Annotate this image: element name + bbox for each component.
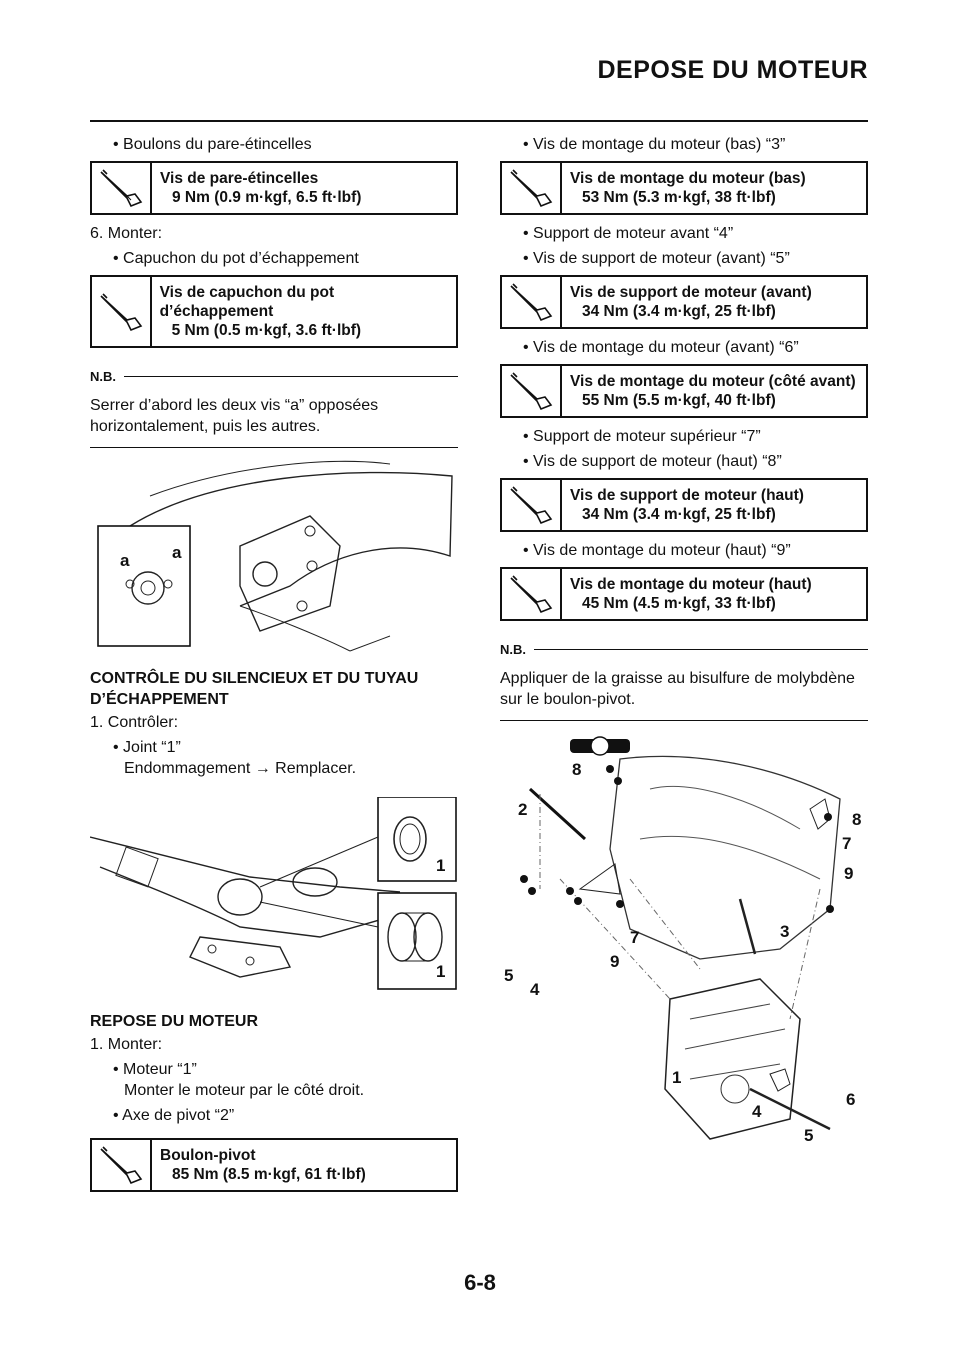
section-title-muffler-check: CONTRÔLE DU SILENCIEUX ET DU TUYAU D’ÉCH… <box>90 670 419 708</box>
bullet-spark-arrester-bolts: • Boulons du pare-étincelles <box>113 136 312 153</box>
torque-name: Vis de montage du moteur (côté avant) <box>570 373 856 390</box>
header-rule <box>90 120 868 122</box>
page-title: DEPOSE DU MOTEUR <box>597 56 868 84</box>
bullet-engine: • Moteur “1” <box>113 1061 197 1078</box>
torque-wrench-icon <box>92 1140 152 1190</box>
right-column: • Vis de montage du moteur (bas) “3” Vis… <box>500 130 868 1165</box>
torque-value: 85 Nm (8.5 m·kgf, 61 ft·lbf) <box>172 1166 366 1183</box>
torque-box-mount-front: Vis de montage du moteur (côté avant) 55… <box>500 364 868 418</box>
bullet-upper-bracket-bolt: • Vis de support de moteur (haut) “8” <box>523 453 782 470</box>
bullet-front-bracket-bolt: • Vis de support de moteur (avant) “5” <box>523 250 790 267</box>
nb-label: N.B. <box>90 369 116 384</box>
torque-box-muffler-cap: Vis de capuchon du pot d’échappement 5 N… <box>90 275 458 348</box>
section-title-engine-install: REPOSE DU MOTEUR <box>90 1013 259 1030</box>
torque-value: 53 Nm (5.3 m·kgf, 38 ft·lbf) <box>582 189 776 206</box>
torque-wrench-icon <box>502 163 562 213</box>
torque-value: 55 Nm (5.5 m·kgf, 40 ft·lbf) <box>582 392 776 409</box>
left-column: • Boulons du pare-étincelles Vis de pare… <box>90 130 458 1200</box>
torque-value: 34 Nm (3.4 m·kgf, 25 ft·lbf) <box>582 303 776 320</box>
bullet-upper-bracket: • Support de moteur supérieur “7” <box>523 428 761 445</box>
fig-label-7: 7 <box>630 928 640 947</box>
torque-name: Boulon-pivot <box>160 1147 256 1164</box>
torque-name: Vis de support de moteur (avant) <box>570 284 812 301</box>
torque-value: 5 Nm (0.5 m·kgf, 3.6 ft·lbf) <box>171 322 362 339</box>
torque-wrench-icon <box>502 569 562 619</box>
figure-gasket: 1 1 <box>90 797 458 997</box>
torque-name: Vis de pare-étincelles <box>160 170 319 187</box>
bullet-front-bracket: • Support de moteur avant “4” <box>523 225 734 242</box>
bullet-mount-top: • Vis de montage du moteur (haut) “9” <box>523 542 791 559</box>
fig-label-6: 6 <box>846 1090 856 1109</box>
torque-name: Vis de montage du moteur (haut) <box>570 576 812 593</box>
torque-name: Vis de montage du moteur (bas) <box>570 170 806 187</box>
fig-label-9: 9 <box>844 864 854 883</box>
torque-box-mount-top: Vis de montage du moteur (haut) 45 Nm (4… <box>500 567 868 621</box>
torque-wrench-icon <box>92 163 152 213</box>
nb-end-rule <box>90 447 458 448</box>
torque-name: Vis de capuchon du pot d’échappement <box>159 284 335 320</box>
torque-wrench-icon <box>502 366 562 416</box>
fig-label-2: 2 <box>518 800 528 819</box>
fig-label-5: 5 <box>504 966 514 985</box>
torque-value: 34 Nm (3.4 m·kgf, 25 ft·lbf) <box>582 506 776 523</box>
nb-text: Appliquer de la graisse au bisulfure de … <box>500 670 855 708</box>
fig-label-a: a <box>120 551 130 570</box>
torque-name: Vis de support de moteur (haut) <box>570 487 804 504</box>
torque-box-spark-arrester: Vis de pare-étincelles 9 Nm (0.9 m·kgf, … <box>90 161 458 215</box>
fig-label-4: 4 <box>530 980 540 999</box>
torque-box-mount-bottom: Vis de montage du moteur (bas) 53 Nm (5.… <box>500 161 868 215</box>
bullet-muffler-cap: • Capuchon du pot d’échappement <box>113 250 359 267</box>
figure-engine-install: M 8 2 8 7 9 3 7 9 5 4 1 4 6 5 <box>500 729 868 1159</box>
torque-wrench-icon <box>502 480 562 530</box>
nb-header: N.B. <box>90 366 458 387</box>
fig-label-5: 5 <box>804 1126 814 1145</box>
nb-label: N.B. <box>500 642 526 657</box>
fig-label-8: 8 <box>572 760 582 779</box>
nb-header: N.B. <box>500 639 868 660</box>
step-1-install: 1. Monter: <box>90 1036 163 1053</box>
fig-label-3: 3 <box>780 922 790 941</box>
step-1-check: 1. Contrôler: <box>90 714 179 731</box>
fig-label-8: 8 <box>852 810 862 829</box>
torque-box-front-bracket: Vis de support de moteur (avant) 34 Nm (… <box>500 275 868 329</box>
fig-label-1: 1 <box>436 856 446 875</box>
nb-text: Serrer d’abord les deux vis “a” opposées… <box>90 397 379 435</box>
bullet-engine-detail: Monter le moteur par le côté droit. <box>124 1082 365 1099</box>
bullet-mount-front: • Vis de montage du moteur (avant) “6” <box>523 339 799 356</box>
bullet-gasket: • Joint “1” <box>113 739 181 756</box>
torque-box-pivot-bolt: Boulon-pivot 85 Nm (8.5 m·kgf, 61 ft·lbf… <box>90 1138 458 1192</box>
torque-box-upper-bracket: Vis de support de moteur (haut) 34 Nm (3… <box>500 478 868 532</box>
bullet-gasket-detail: Endommagement → Remplacer. <box>124 760 357 777</box>
fig-label-9: 9 <box>610 952 620 971</box>
fig-label-moly-grease: M <box>592 738 603 753</box>
torque-wrench-icon <box>92 277 152 346</box>
fig-label-7: 7 <box>842 834 852 853</box>
figure-muffler-cap: a a <box>90 456 458 656</box>
torque-wrench-icon <box>502 277 562 327</box>
step-6: 6. Monter: <box>90 225 163 242</box>
fig-label-1: 1 <box>436 962 446 981</box>
fig-label-a: a <box>172 543 182 562</box>
torque-value: 9 Nm (0.9 m·kgf, 6.5 ft·lbf) <box>172 189 362 206</box>
page-number: 6-8 <box>464 1270 496 1295</box>
fig-label-4: 4 <box>752 1102 762 1121</box>
bullet-engine-mount-bottom: • Vis de montage du moteur (bas) “3” <box>523 136 786 153</box>
torque-value: 45 Nm (4.5 m·kgf, 33 ft·lbf) <box>582 595 776 612</box>
fig-label-1: 1 <box>672 1068 682 1087</box>
nb-end-rule <box>500 720 868 721</box>
bullet-pivot-shaft: • Axe de pivot “2” <box>113 1107 235 1124</box>
